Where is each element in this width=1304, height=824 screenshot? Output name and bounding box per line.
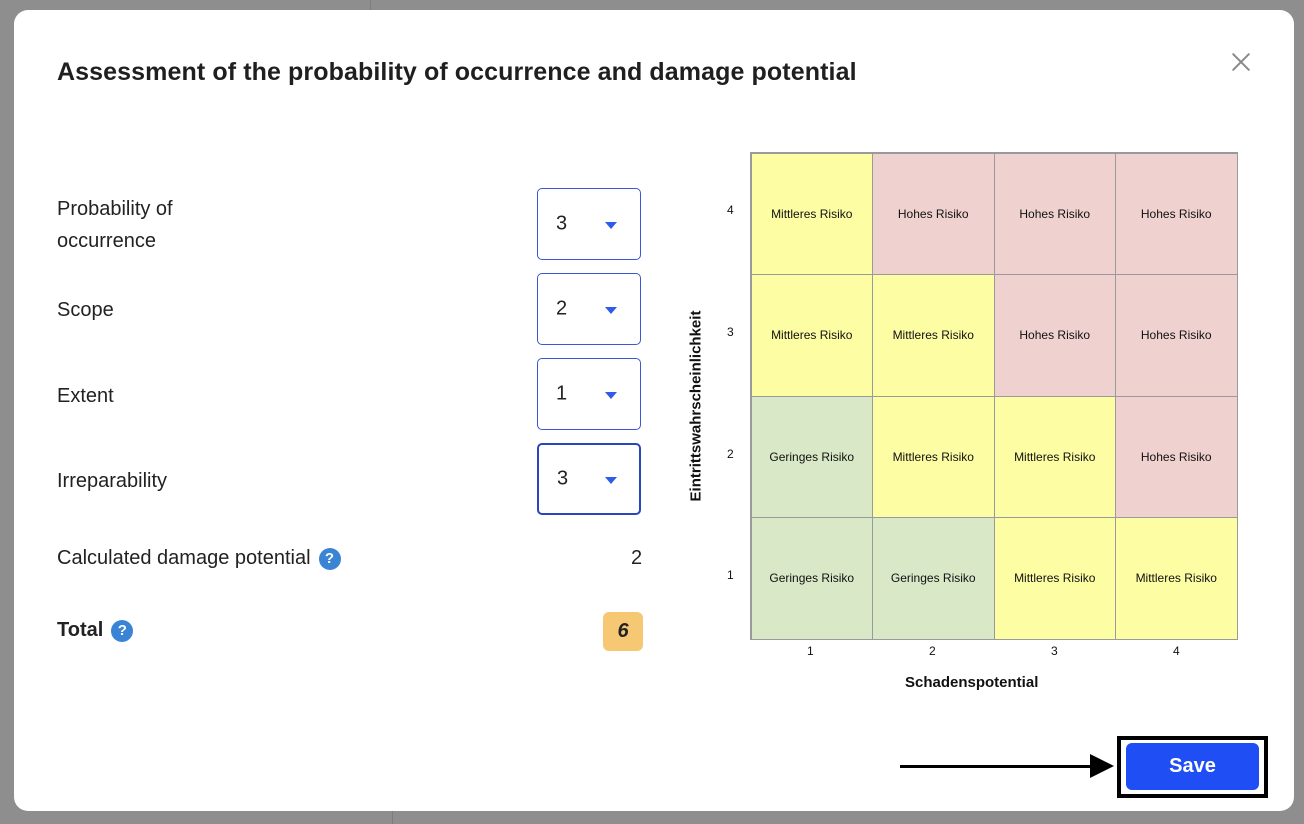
extent-label: Extent <box>57 385 114 407</box>
scope-label: Scope <box>57 299 114 321</box>
y-tick-label: 2 <box>727 447 734 461</box>
close-icon[interactable] <box>1229 50 1253 74</box>
save-highlight-frame <box>1117 736 1268 798</box>
calculated-damage-label: Calculated damage potential? <box>57 542 341 574</box>
assessment-dialog: Assessment of the probability of occurre… <box>14 10 1294 811</box>
matrix-cell: Mittleres Risiko <box>993 517 1116 640</box>
x-tick-label: 1 <box>807 644 814 658</box>
scope-select[interactable]: 2 <box>537 273 641 345</box>
chevron-down-icon <box>605 222 617 229</box>
matrix-cell: Mittleres Risiko <box>872 395 995 518</box>
probability-value: 3 <box>556 212 568 235</box>
matrix-cell: Geringes Risiko <box>750 517 873 640</box>
help-icon[interactable]: ? <box>318 547 341 570</box>
x-tick-label: 2 <box>929 644 936 658</box>
matrix-cell: Hohes Risiko <box>1115 274 1238 397</box>
matrix-cell: Hohes Risiko <box>993 152 1116 275</box>
scope-value: 2 <box>556 297 568 320</box>
matrix-cell: Mittleres Risiko <box>872 274 995 397</box>
calculated-damage-value: 2 <box>631 547 643 569</box>
irreparability-select[interactable]: 3 <box>537 443 641 515</box>
total-badge: 6 <box>603 612 643 651</box>
x-tick-label: 3 <box>1051 644 1058 658</box>
matrix-cell: Mittleres Risiko <box>1115 517 1238 640</box>
matrix-cell: Mittleres Risiko <box>993 395 1116 518</box>
extent-select[interactable]: 1 <box>537 358 641 430</box>
matrix-cell: Hohes Risiko <box>993 274 1116 397</box>
probability-label-line1: Probability of <box>57 198 173 220</box>
matrix-cell: Hohes Risiko <box>872 152 995 275</box>
y-tick-label: 3 <box>727 325 734 339</box>
matrix-cell: Geringes Risiko <box>750 395 873 518</box>
probability-select[interactable]: 3 <box>537 188 641 260</box>
y-tick-label: 4 <box>727 203 734 217</box>
chevron-down-icon <box>605 392 617 399</box>
chevron-down-icon <box>605 307 617 314</box>
arrow-indicator <box>900 765 1090 768</box>
matrix-cell: Hohes Risiko <box>1115 152 1238 275</box>
dialog-title: Assessment of the probability of occurre… <box>57 58 857 86</box>
irreparability-label: Irreparability <box>57 470 168 492</box>
x-tick-label: 4 <box>1173 644 1180 658</box>
extent-value: 1 <box>556 382 568 405</box>
x-axis-label: Schadenspotential <box>905 674 1039 691</box>
total-label: Total? <box>57 614 134 646</box>
matrix-cell: Mittleres Risiko <box>750 274 873 397</box>
y-axis-label: Eintrittswahrscheinlichkeit <box>687 310 705 502</box>
probability-label: Probability of occurrence <box>57 193 173 257</box>
calculated-damage-text: Calculated damage potential <box>57 547 311 569</box>
total-text: Total <box>57 619 104 641</box>
arrow-head-icon <box>1090 754 1114 778</box>
save-button[interactable]: Save <box>1126 743 1259 790</box>
irreparability-value: 3 <box>557 467 569 490</box>
help-icon[interactable]: ? <box>111 619 134 642</box>
probability-label-line2: occurrence <box>57 230 156 252</box>
matrix-cell: Geringes Risiko <box>872 517 995 640</box>
matrix-cell: Mittleres Risiko <box>750 152 873 275</box>
chevron-down-icon <box>605 477 617 484</box>
y-tick-label: 1 <box>727 568 734 582</box>
matrix-cell: Hohes Risiko <box>1115 395 1238 518</box>
